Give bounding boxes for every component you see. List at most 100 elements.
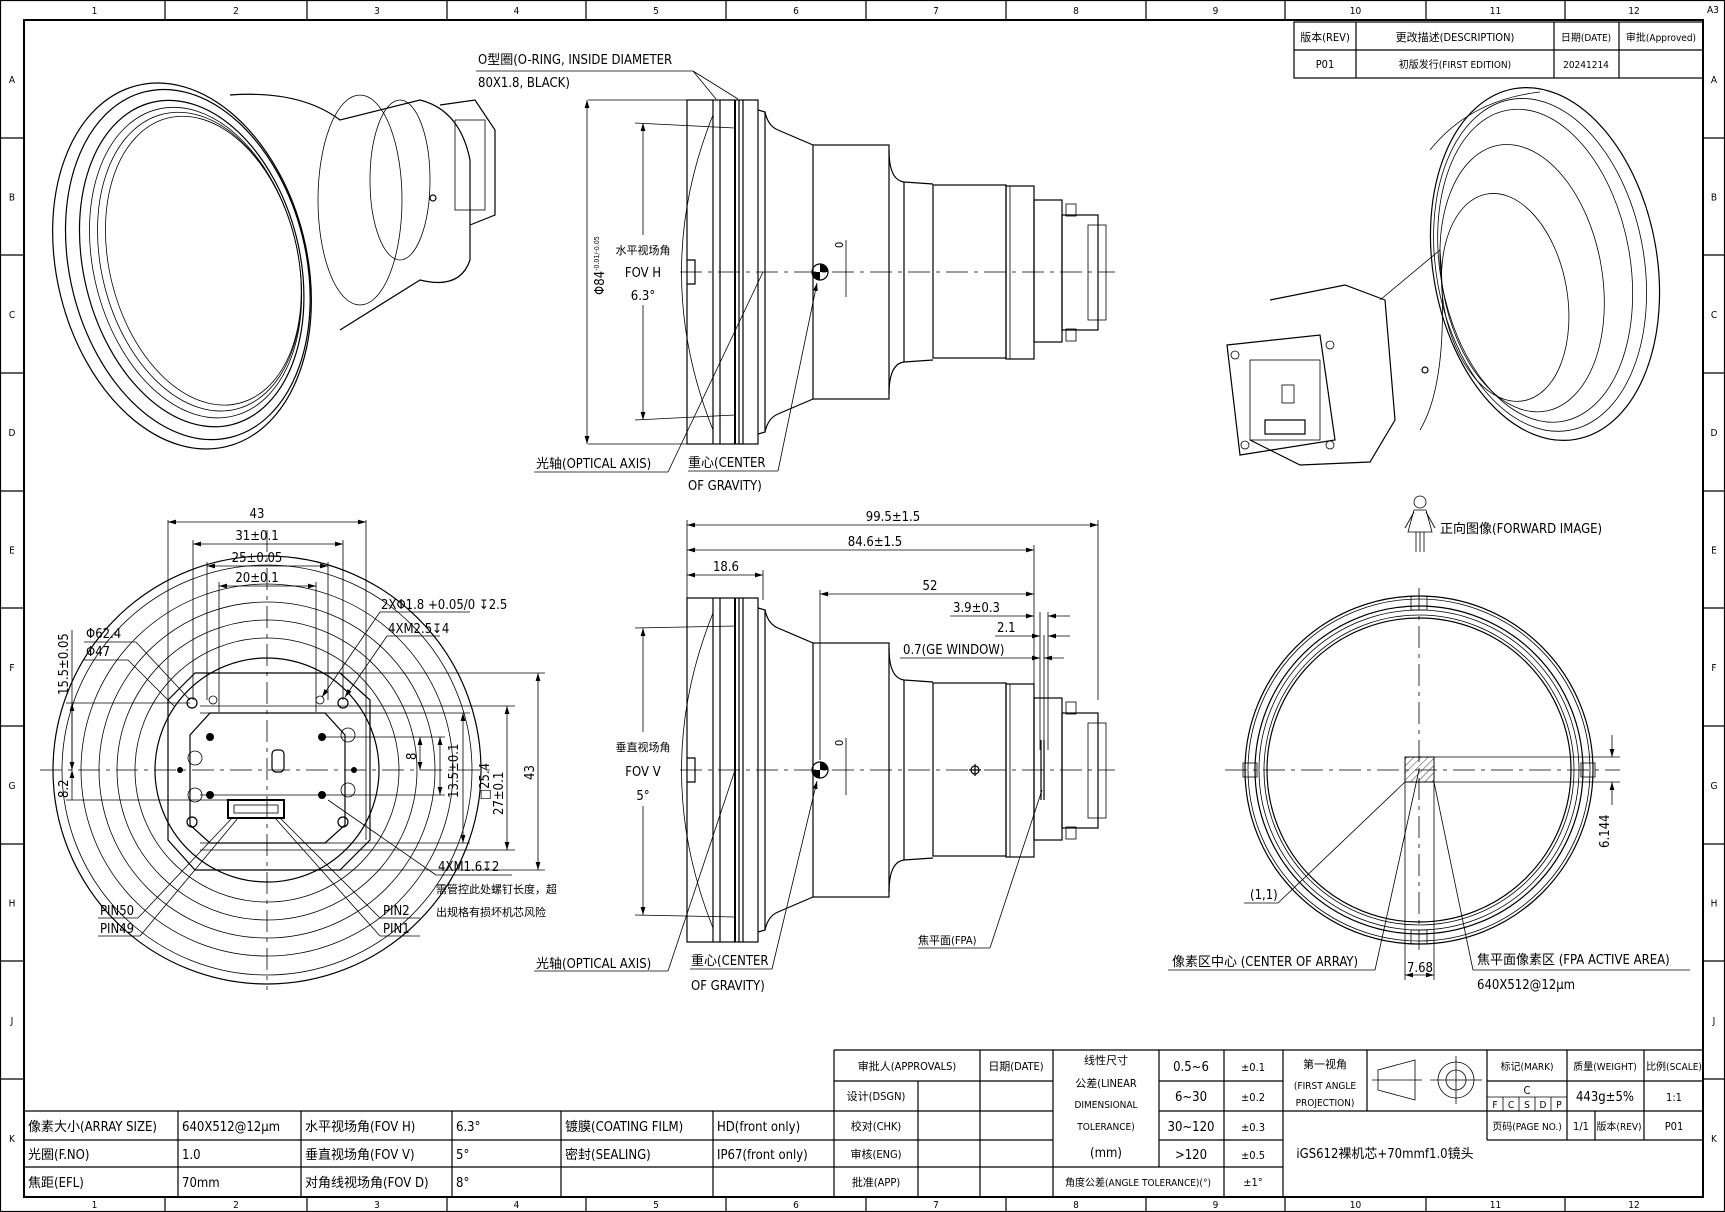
zone-row-right-D: D <box>1711 428 1718 439</box>
dim-square-25-4: □25.4 <box>478 763 493 800</box>
fov-v-label: FOV V <box>625 765 660 780</box>
role-app: 批准(APP) <box>852 1175 901 1189</box>
isometric-view-front <box>52 82 496 450</box>
zone-column-bottom-10: 10 <box>1350 1200 1362 1211</box>
range-0: 0.5~6 <box>1173 1060 1209 1075</box>
zone-column-top-8: 8 <box>1073 6 1079 17</box>
spec-cell: 水平视场角(FOV H) <box>305 1120 415 1135</box>
angle-tol-value: ±1° <box>1243 1176 1263 1189</box>
dim-27: 27±0.1 <box>492 772 507 815</box>
spec-cell: 焦距(EFL) <box>28 1176 84 1191</box>
mark-letter-F: F <box>1492 1100 1497 1111</box>
range-1: 6~30 <box>1175 1090 1207 1105</box>
projection-line2: (FIRST ANGLE <box>1294 1081 1357 1092</box>
fov-v-label-cn: 垂直视场角 <box>616 740 671 754</box>
zone-row-right-H: H <box>1711 899 1718 910</box>
fov-v-value: 5° <box>636 789 649 804</box>
diameter-84: Φ84-0.01/-0.05 <box>593 236 608 295</box>
projection-line1: 第一视角 <box>1303 1057 1347 1071</box>
dim-18-6: 18.6 <box>713 560 739 575</box>
spec-cell: 5° <box>456 1148 469 1163</box>
weight-label: 质量(WEIGHT) <box>1573 1061 1637 1073</box>
fov-h-label-cn: 水平视场角 <box>616 243 671 257</box>
zone-row-right-G: G <box>1711 781 1718 792</box>
approvals-header: 审批人(APPROVALS) <box>858 1059 957 1073</box>
dim-3-9: 3.9±0.3 <box>953 601 1000 616</box>
spec-cell: 镀膜(COATING FILM) <box>565 1119 683 1135</box>
zone-row-right-K: K <box>1711 1134 1718 1145</box>
rev-header-date: 日期(DATE) <box>1561 32 1611 44</box>
fpa-array-view: 正向图像(FORWARD IMAGE) 6.144 7.68 (1,1) 像素区… <box>1168 495 1690 993</box>
dia-47: Φ47 <box>86 645 110 660</box>
date-header: 日期(DATE) <box>988 1060 1043 1073</box>
dim-13-5: 13.5±0.1 <box>447 744 462 798</box>
cog-label-top-line1: 重心(CENTER <box>688 455 766 471</box>
spec-cell: HD(front only) <box>717 1120 800 1135</box>
zone-row-left-G: G <box>9 781 16 792</box>
spec-cell: 70mm <box>182 1176 220 1191</box>
role-chk: 校对(CHK) <box>851 1119 902 1133</box>
linear-tol-line2: 公差(LINEAR <box>1075 1076 1137 1090</box>
zone-column-top-5: 5 <box>653 6 659 17</box>
tol-0: ±0.1 <box>1241 1061 1265 1074</box>
rev-header-description: 更改描述(DESCRIPTION) <box>1396 30 1515 44</box>
dim-43-vertical: 43 <box>523 765 538 780</box>
dim-2-1: 2.1 <box>997 621 1016 636</box>
dim-ge-window: 0.7(GE WINDOW) <box>903 643 1004 658</box>
spec-cell: 像素大小(ARRAY SIZE) <box>28 1120 157 1135</box>
dim-84-6: 84.6±1.5 <box>848 535 902 550</box>
linear-tol-line1: 线性尺寸 <box>1084 1053 1128 1067</box>
first-angle-projection-icon <box>1372 1056 1482 1104</box>
angle-tol-label: 角度公差(ANGLE TOLERANCE)(°) <box>1065 1176 1211 1189</box>
zone-column-top-10: 10 <box>1350 6 1362 17</box>
zone-row-left-E: E <box>9 546 15 557</box>
scale-label: 比例(SCALE) <box>1646 1060 1702 1073</box>
zone-column-bottom-4: 4 <box>514 1200 520 1211</box>
zone-column-bottom-11: 11 <box>1490 1200 1501 1211</box>
zone-column-top-3: 3 <box>374 6 380 17</box>
pin49-label: PIN49 <box>100 922 134 937</box>
range-3: >120 <box>1175 1148 1207 1163</box>
rev-row-description: 初版发行(FIRST EDITION) <box>1399 58 1511 71</box>
zone-column-top-12: 12 <box>1628 6 1639 17</box>
weight-value: 443g±5% <box>1576 1090 1634 1105</box>
side-view-horizontal: Φ84-0.01/-0.05 水平视场角 FOV H 6.3° 0 O型圈(O-… <box>476 53 1116 494</box>
screw-length-note-line2: 出规格有损坏机芯风险 <box>436 905 546 919</box>
role-eng: 审核(ENG) <box>850 1147 901 1161</box>
fpa-active-area <box>1404 756 1435 783</box>
zone-column-top-9: 9 <box>1213 6 1219 17</box>
zone-column-bottom-12: 12 <box>1628 1200 1639 1211</box>
page-value: 1/1 <box>1573 1120 1589 1133</box>
tol-3: ±0.5 <box>1241 1149 1265 1162</box>
zone-row-left-A: A <box>9 75 16 86</box>
linear-tol-line4: TOLERANCE) <box>1076 1122 1134 1133</box>
spec-cell: 垂直视场角(FOV V) <box>305 1148 415 1163</box>
isometric-view-rear <box>1226 87 1661 466</box>
mark-label: 标记(MARK) <box>1500 1061 1553 1073</box>
zone-row-left-F: F <box>9 663 14 674</box>
mark-letter-P: P <box>1556 1100 1562 1111</box>
fpa-width-7-68: 7.68 <box>1407 961 1433 976</box>
range-2: 30~120 <box>1168 1120 1215 1135</box>
zone-column-top-1: 1 <box>92 6 98 17</box>
array-size-label: 640X512@12μm <box>1477 978 1575 993</box>
spec-cell: 光圈(F.NO) <box>28 1148 89 1163</box>
zone-row-left-J: J <box>10 1016 14 1027</box>
zone-column-top-7: 7 <box>933 6 939 17</box>
dim-8-2: 8.2 <box>57 779 72 798</box>
zone-column-bottom-7: 7 <box>933 1200 939 1211</box>
cg-offset-h: 0 <box>833 242 846 248</box>
fpa-height-6-144: 6.144 <box>1598 815 1613 848</box>
screw-length-note-line1: 需管控此处螺钉长度，超 <box>436 882 557 896</box>
zone-column-bottom-8: 8 <box>1073 1200 1079 1211</box>
spec-cell: 6.3° <box>456 1120 480 1135</box>
zone-column-top-2: 2 <box>233 6 239 17</box>
cog-label-bottom-line1: 重心(CENTER <box>691 953 769 969</box>
oring-note-line1: O型圈(O-RING, INSIDE DIAMETER <box>478 53 672 68</box>
zone-column-top-6: 6 <box>793 6 799 17</box>
mark-value: C <box>1524 1084 1531 1097</box>
forward-image-label: 正向图像(FORWARD IMAGE) <box>1440 521 1602 537</box>
zone-row-right-F: F <box>1711 663 1716 674</box>
mark-letter-C: C <box>1508 1100 1514 1111</box>
